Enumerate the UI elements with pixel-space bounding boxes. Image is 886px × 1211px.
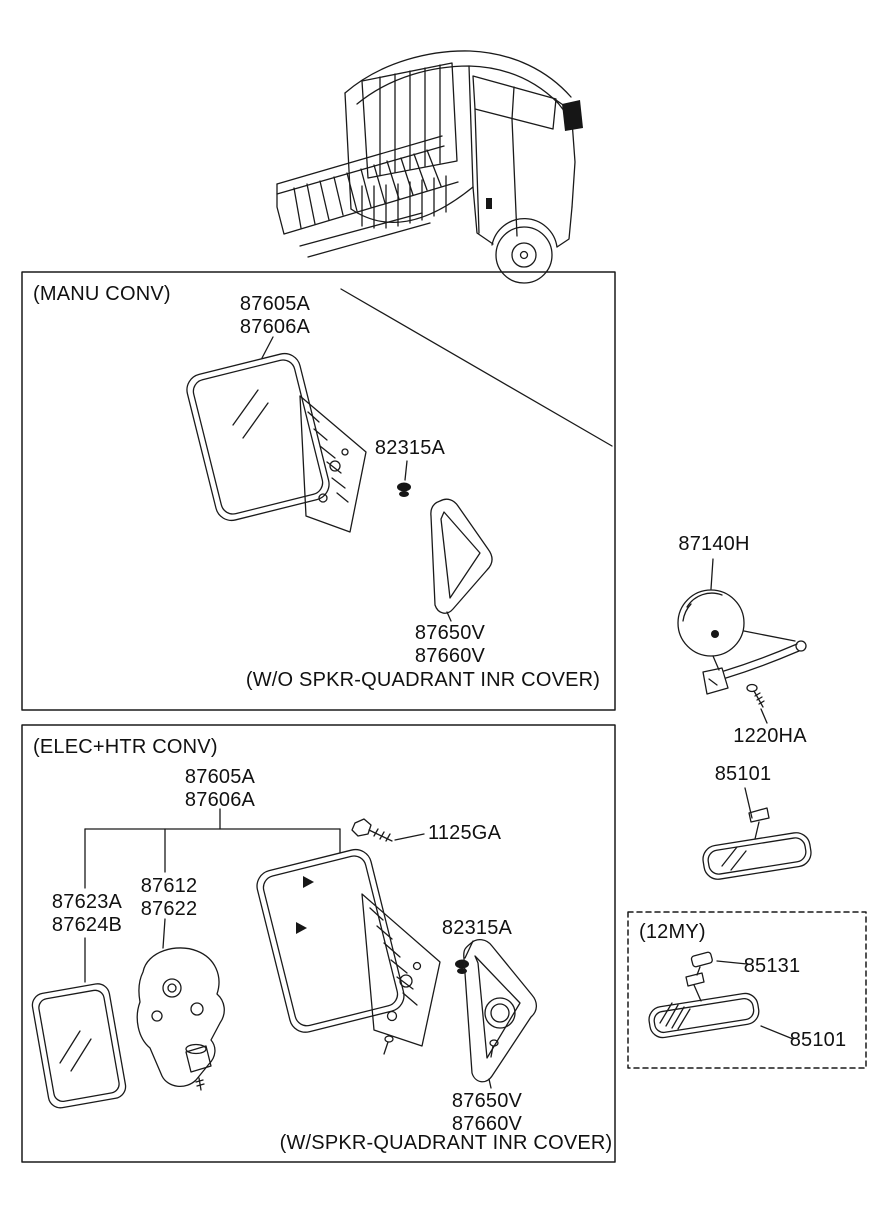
manu-conv-box-border [21,271,616,711]
elec-actuator-drawing [136,918,225,1091]
part-label-elec-bolt: 1125GA [428,822,502,844]
part-label-12my-clip: 85131 [743,955,801,977]
12my-box-border [627,911,867,1069]
part-label-elec-quadrant-cover: 87650V 87660V [451,1090,523,1135]
12my-clip-drawing [690,951,748,976]
elec-quadrant-cover-speaker-drawing [463,939,538,1089]
part-label-manu-mirror-assy: 87605A 87606A [239,293,311,338]
part-label-inside-mirror: 85101 [714,763,772,785]
elec-htr-conv-box-border [21,724,616,1163]
elec-htr-conv-box-title: (ELEC+HTR CONV) [33,736,218,758]
manu-mirror-assembly-drawing [186,336,367,533]
truck-illustration [276,50,583,284]
elec-mirror-glass-drawing [31,937,127,1109]
inside-rearview-mirror-drawing [702,787,812,880]
manu-conv-box-caption: (W/O SPKR-QUADRANT INR COVER) [245,669,601,691]
elec-htr-conv-box-caption: (W/SPKR-QUADRANT INR COVER) [279,1132,613,1154]
elec-mirror-assembly-drawing [84,808,441,1055]
part-label-elec-actuator: 87612 87622 [140,875,198,920]
part-label-manu-quadrant-cover: 87650V 87660V [414,622,486,667]
part-label-12my-inside-mirror: 85101 [789,1029,847,1051]
manu-quadrant-cover-drawing [430,498,493,622]
12my-box-title: (12MY) [639,921,706,943]
truck-to-detail-leader-line [340,288,613,447]
round-mirror-screw-drawing [746,683,768,724]
part-label-elec-glass: 87623A 87624B [51,891,123,936]
part-label-round-mirror: 87140H [678,533,750,555]
12my-inside-mirror-drawing [648,972,794,1040]
round-outside-mirror-drawing [677,558,807,695]
part-label-manu-grommet: 82315A [374,437,446,459]
part-label-elec-grommet: 82315A [441,917,513,939]
part-label-elec-mirror-assy: 87605A 87606A [184,766,256,811]
elec-bolt-drawing [351,818,425,842]
part-label-round-mirror-screw: 1220HA [733,725,807,747]
truck-mirror-icon [562,100,583,131]
manu-conv-box-title: (MANU CONV) [33,283,171,305]
manu-grommet-drawing [397,460,411,497]
